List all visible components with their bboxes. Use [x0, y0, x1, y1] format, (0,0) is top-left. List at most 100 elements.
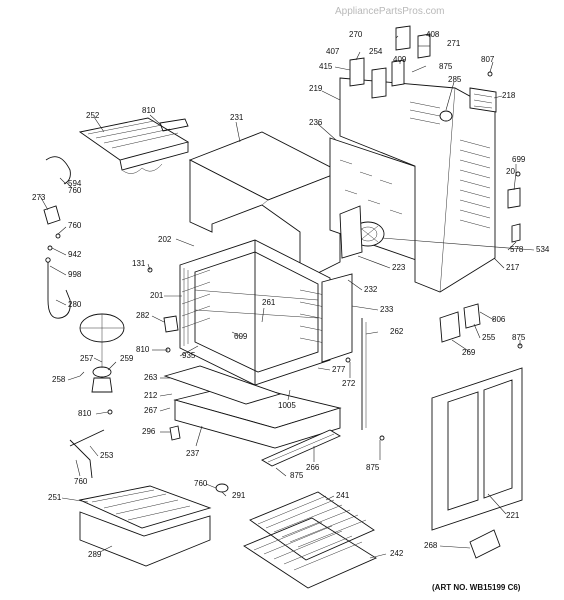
callout-251: 251 — [48, 493, 62, 502]
rack-242[interactable] — [243, 517, 377, 589]
oven-cavity-201[interactable] — [179, 239, 331, 386]
callout-233: 233 — [380, 305, 394, 314]
outer-wrap-231[interactable] — [188, 131, 342, 283]
callout-131: 131 — [132, 259, 146, 268]
callout-269: 269 — [462, 348, 476, 357]
callout-407: 407 — [326, 47, 340, 56]
terminal-block-273[interactable] — [43, 205, 61, 225]
bake-element-251[interactable] — [69, 439, 212, 529]
callout-202: 202 — [158, 235, 172, 244]
callout-272: 272 — [342, 379, 356, 388]
callout-810-low: 810 — [78, 409, 92, 418]
callout-807: 807 — [481, 55, 495, 64]
trim-strip-263[interactable] — [163, 365, 282, 405]
callout-408: 408 — [426, 30, 440, 39]
oven-light-258[interactable] — [79, 313, 125, 393]
hinge-253[interactable] — [69, 429, 105, 447]
callout-268: 268 — [424, 541, 438, 550]
callout-231: 231 — [230, 113, 244, 122]
callout-942: 942 — [68, 250, 82, 259]
leader-lines — [39, 35, 535, 559]
clip-268[interactable] — [469, 529, 501, 559]
drawer-slide-266[interactable] — [261, 429, 341, 467]
callout-699: 699 — [512, 155, 526, 164]
callout-257: 257 — [80, 354, 94, 363]
callout-242: 242 — [390, 549, 404, 558]
foot-291[interactable] — [215, 483, 229, 493]
hinge-strip-262[interactable] — [361, 318, 367, 430]
callout-760-b: 760 — [68, 221, 82, 230]
lamp-socket-285[interactable] — [439, 110, 453, 122]
callout-258: 258 — [52, 375, 66, 384]
callout-20: 20 — [506, 167, 515, 176]
watermark: AppliancePartsPros.com — [335, 6, 445, 17]
callout-218: 218 — [502, 91, 516, 100]
callout-261: 261 — [262, 298, 276, 307]
callout-289: 289 — [88, 550, 102, 559]
callout-285: 285 — [448, 75, 462, 84]
callout-253: 253 — [100, 451, 114, 460]
callout-875-bottom: 875 — [290, 471, 304, 480]
callout-534: 534 — [536, 245, 550, 254]
callout-277: 277 — [332, 365, 346, 374]
insulation-blanket-233[interactable] — [321, 273, 353, 363]
side-panel-221[interactable] — [431, 367, 523, 531]
callout-875-right: 875 — [512, 333, 526, 342]
callout-806: 806 — [492, 315, 506, 324]
callout-217: 217 — [506, 263, 520, 272]
callout-578: 578 — [510, 245, 524, 254]
callout-810-top: 810 — [142, 106, 156, 115]
control-board-cluster[interactable] — [349, 25, 431, 99]
callout-1005: 1005 — [278, 401, 296, 410]
callout-594: 594 — [68, 179, 82, 188]
callout-282: 282 — [136, 311, 150, 320]
callout-219: 219 — [309, 84, 323, 93]
callout-415: 415 — [319, 62, 333, 71]
door-latch-282[interactable] — [163, 315, 179, 333]
callout-409: 409 — [393, 55, 407, 64]
callout-273: 273 — [32, 193, 46, 202]
fuse-578[interactable] — [511, 223, 521, 243]
callout-760-a: 760 — [68, 186, 82, 195]
callout-875-side: 875 — [366, 463, 380, 472]
callout-255: 255 — [482, 333, 496, 342]
callout-291: 291 — [232, 491, 246, 500]
rack-241[interactable] — [249, 491, 375, 561]
switch-269[interactable] — [439, 311, 461, 343]
temperature-sensor-280[interactable] — [45, 257, 71, 319]
callout-875-top: 875 — [439, 62, 453, 71]
callout-237: 237 — [186, 449, 200, 458]
back-frame-217[interactable] — [339, 77, 496, 293]
callout-998: 998 — [68, 270, 82, 279]
bake-element-cover-289[interactable] — [79, 511, 211, 567]
callout-609: 609 — [234, 332, 248, 341]
callout-266: 266 — [306, 463, 320, 472]
callout-212: 212 — [144, 391, 158, 400]
callout-254: 254 — [369, 47, 383, 56]
fan-motor-223[interactable] — [339, 205, 363, 259]
callout-252: 252 — [86, 111, 100, 120]
art-number: (ART NO. WB15199 C6) — [432, 583, 521, 592]
switch-255[interactable] — [463, 303, 481, 329]
callout-263: 263 — [144, 373, 158, 382]
pilot-296[interactable] — [169, 425, 181, 441]
callout-262: 262 — [390, 327, 404, 336]
callout-296: 296 — [142, 427, 156, 436]
callout-280: 280 — [68, 300, 82, 309]
callout-810-mid: 810 — [136, 345, 150, 354]
callout-201: 201 — [150, 291, 164, 300]
oven-racks-side-201 — [181, 269, 331, 345]
broil-element-252[interactable] — [78, 117, 190, 174]
callout-221: 221 — [506, 511, 520, 520]
callout-267: 267 — [144, 406, 158, 415]
callout-270: 270 — [349, 30, 363, 39]
limiter-20[interactable] — [507, 187, 521, 209]
callout-232: 232 — [364, 285, 378, 294]
vent-plate-218[interactable] — [469, 87, 497, 113]
callout-935: 935 — [182, 351, 196, 360]
callout-760-c: 760 — [74, 477, 88, 486]
bake-bracket-594[interactable] — [45, 156, 71, 185]
callout-223: 223 — [392, 263, 406, 272]
